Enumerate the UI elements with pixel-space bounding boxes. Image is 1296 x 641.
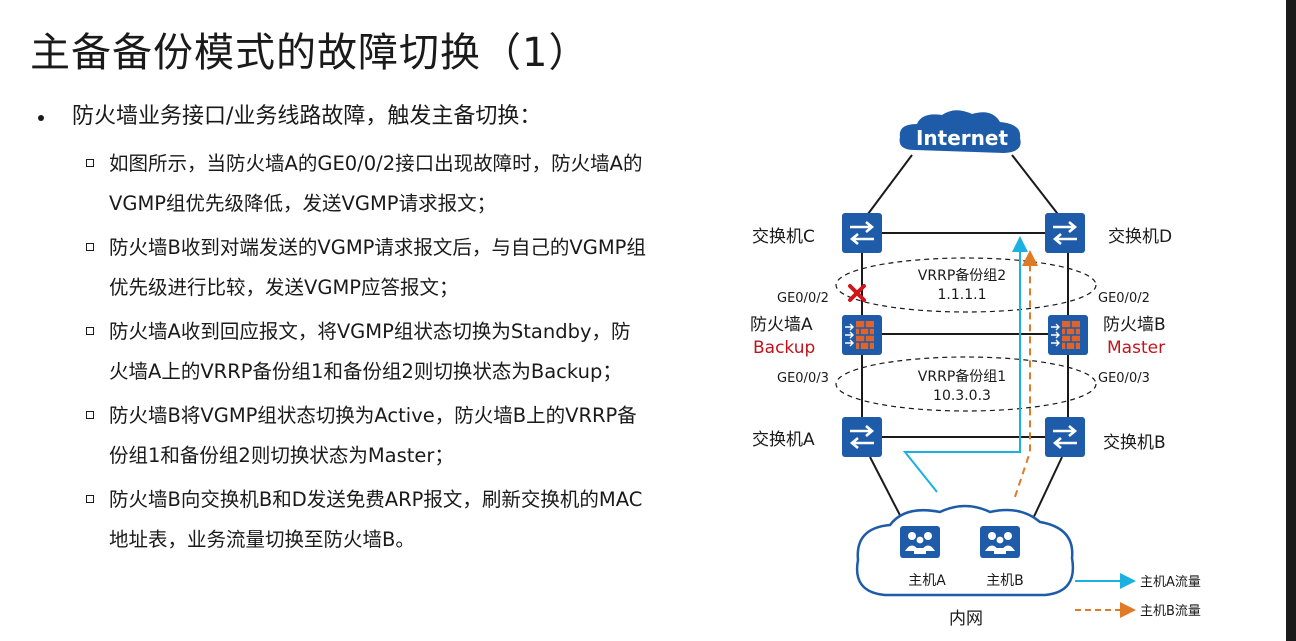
sub-bullet-text: 防火墙B收到对端发送的VGMP请求报文后，与自己的VGMP组优先级进行比较，发送… <box>109 236 646 299</box>
bullet-main-text: 防火墙业务接口/业务线路故障，触发主备切换： <box>72 104 542 129</box>
host-b-traffic-line <box>1014 250 1038 498</box>
sub-bullet-item: 防火墙B收到对端发送的VGMP请求报文后，与自己的VGMP组优先级进行比较，发送… <box>38 228 649 308</box>
switch-c-label: 交换机C <box>752 227 815 247</box>
vrrp-group-2-name: VRRP备份组2 <box>918 267 1006 284</box>
switch-b-label: 交换机B <box>1103 433 1166 453</box>
intranet-label: 内网 <box>949 609 983 629</box>
link-internet-switch-d <box>1011 154 1065 223</box>
host-b-label: 主机B <box>986 573 1024 589</box>
host-a-icon <box>900 526 940 558</box>
network-links <box>861 154 1069 526</box>
firewall-a-icon <box>841 314 883 356</box>
switch-d-icon <box>1043 211 1087 255</box>
vrrp-group-1-name: VRRP备份组1 <box>918 368 1006 385</box>
switch-b-icon <box>1043 415 1087 459</box>
host-b-icon <box>980 526 1020 558</box>
switch-a-icon <box>840 415 884 459</box>
host-a-traffic-line <box>902 236 1028 493</box>
page-title: 主备备份模式的故障切换（1） <box>30 30 590 76</box>
bullet-dot-icon <box>38 115 44 121</box>
firewall-a-label: 防火墙A <box>750 315 813 335</box>
vrrp-group-1-ellipse <box>835 356 1097 412</box>
fw-b-lower-interface: GE0/0/3 <box>1098 371 1150 386</box>
legend-host-a-label: 主机A流量 <box>1140 575 1201 590</box>
sub-bullet-text: 防火墙B向交换机B和D发送免费ARP报文，刷新交换机的MAC地址表，业务流量切换… <box>109 488 643 551</box>
host-a-label: 主机A <box>908 573 946 589</box>
sub-bullet-text: 防火墙A收到回应报文，将VGMP组状态切换为Standby，防火墙A上的VRRP… <box>109 320 631 383</box>
fw-a-lower-interface: GE0/0/3 <box>777 371 829 386</box>
square-bullet-icon <box>86 411 94 419</box>
firewall-b-state: Master <box>1107 338 1165 358</box>
fw-b-upper-interface: GE0/0/2 <box>1098 291 1150 306</box>
link-switch-a-intranet <box>869 456 906 526</box>
intranet-cloud <box>855 504 1075 597</box>
square-bullet-icon <box>86 327 94 335</box>
legend: 主机A流量 主机B流量 <box>1075 573 1201 619</box>
internet-cloud: Internet <box>899 110 1021 153</box>
firewall-b-label: 防火墙B <box>1103 315 1166 335</box>
link-switch-b-intranet <box>1029 456 1063 526</box>
vrrp-group-2-ellipse <box>835 257 1097 313</box>
sub-bullet-text: 如图所示，当防火墙A的GE0/0/2接口出现故障时，防火墙A的VGMP组优先级降… <box>109 152 643 215</box>
square-bullet-icon <box>86 495 94 503</box>
legend-host-b-label: 主机B流量 <box>1140 604 1201 619</box>
sub-bullet-item: 防火墙B向交换机B和D发送免费ARP报文，刷新交换机的MAC地址表，业务流量切换… <box>38 480 649 560</box>
square-bullet-icon <box>86 159 94 167</box>
vrrp-group-1-ip: 10.3.0.3 <box>933 388 991 404</box>
square-bullet-icon <box>86 243 94 251</box>
vrrp-group-2-ip: 1.1.1.1 <box>938 287 987 303</box>
sub-bullet-list: 如图所示，当防火墙A的GE0/0/2接口出现故障时，防火墙A的VGMP组优先级降… <box>38 144 658 560</box>
bullet-main: 防火墙业务接口/业务线路故障，触发主备切换： <box>38 100 658 134</box>
fw-a-upper-interface: GE0/0/2 <box>777 291 829 306</box>
switch-a-label: 交换机A <box>752 430 815 450</box>
sub-bullet-item: 防火墙B将VGMP组状态切换为Active，防火墙B上的VRRP备份组1和备份组… <box>38 396 649 476</box>
switch-c-icon <box>840 211 884 255</box>
sub-bullet-item: 防火墙A收到回应报文，将VGMP组状态切换为Standby，防火墙A上的VRRP… <box>38 312 649 392</box>
fault-x-icon <box>848 284 866 302</box>
firewall-a-state: Backup <box>753 338 815 358</box>
firewall-b-icon <box>1047 314 1089 356</box>
internet-label: Internet <box>916 126 1008 150</box>
link-internet-switch-c <box>861 154 913 223</box>
sub-bullet-item: 如图所示，当防火墙A的GE0/0/2接口出现故障时，防火墙A的VGMP组优先级降… <box>38 144 649 224</box>
right-edge-bar <box>1286 0 1296 641</box>
bullet-list: 防火墙业务接口/业务线路故障，触发主备切换： 如图所示，当防火墙A的GE0/0/… <box>38 100 658 564</box>
switch-d-label: 交换机D <box>1108 227 1172 247</box>
sub-bullet-text: 防火墙B将VGMP组状态切换为Active，防火墙B上的VRRP备份组1和备份组… <box>109 404 637 467</box>
